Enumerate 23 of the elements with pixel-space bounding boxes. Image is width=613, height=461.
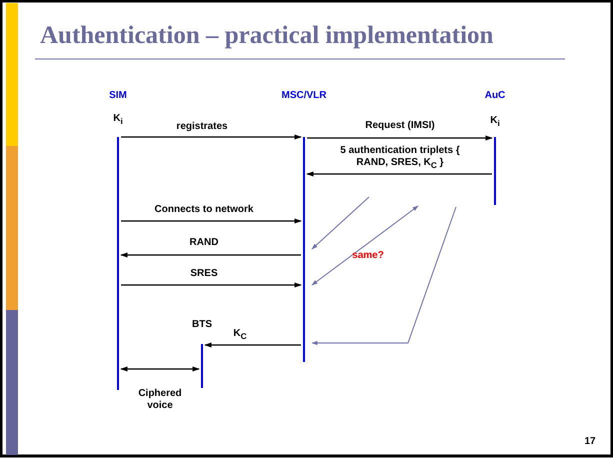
- entity-name: BTS: [192, 319, 212, 331]
- arrow: [121, 282, 302, 288]
- arrow: [120, 252, 301, 258]
- arrow: [306, 171, 492, 177]
- arrow: [312, 206, 418, 286]
- message-label: K$_{C}$: [232, 328, 248, 342]
- entity-name: MSC/VLR: [282, 90, 326, 102]
- arrow: [120, 366, 200, 372]
- entity-name: SIM: [109, 90, 127, 102]
- arrow: [204, 342, 301, 348]
- arrow: [311, 206, 456, 346]
- key-label: K$_{i}$: [490, 115, 500, 129]
- key-label: K$_{i}$: [113, 113, 123, 127]
- note-label: same?: [351, 250, 385, 262]
- arrow: [121, 134, 302, 140]
- slide-title: Authentication – practical implementation: [40, 22, 494, 50]
- entity-name: AuC: [484, 90, 506, 102]
- arrow: [121, 218, 302, 224]
- arrow: [307, 135, 493, 141]
- message-label: Request (IMSI): [364, 120, 436, 132]
- page-number: 17: [583, 436, 597, 448]
- message-label: registrates: [175, 121, 229, 133]
- arrow: [312, 196, 370, 250]
